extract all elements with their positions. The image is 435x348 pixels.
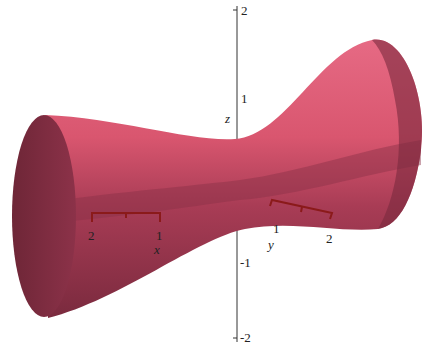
axis-tick [233, 338, 237, 339]
axis-value: -2 [240, 331, 251, 344]
shading-band [60, 140, 421, 222]
axis-tick [301, 207, 302, 212]
axis-tick [125, 213, 127, 218]
y-axis-bracket [270, 200, 332, 219]
axis-value: 1 [241, 92, 248, 105]
axis-value: 2 [326, 232, 333, 245]
axis-value: 1 [156, 229, 163, 242]
axis-tick [233, 10, 237, 11]
axis-value: -1 [240, 256, 251, 269]
axis-value: 2 [88, 229, 95, 242]
axis-value: 1 [273, 222, 280, 235]
shading-band [372, 40, 422, 229]
axis-name: z [225, 112, 230, 125]
axis-value: 2 [241, 4, 248, 17]
axis-name: y [268, 238, 274, 251]
opening-rim [12, 115, 76, 317]
hyperboloid-surface [45, 40, 422, 318]
x-axis-bracket [92, 213, 160, 222]
axis-name: x [154, 243, 160, 256]
